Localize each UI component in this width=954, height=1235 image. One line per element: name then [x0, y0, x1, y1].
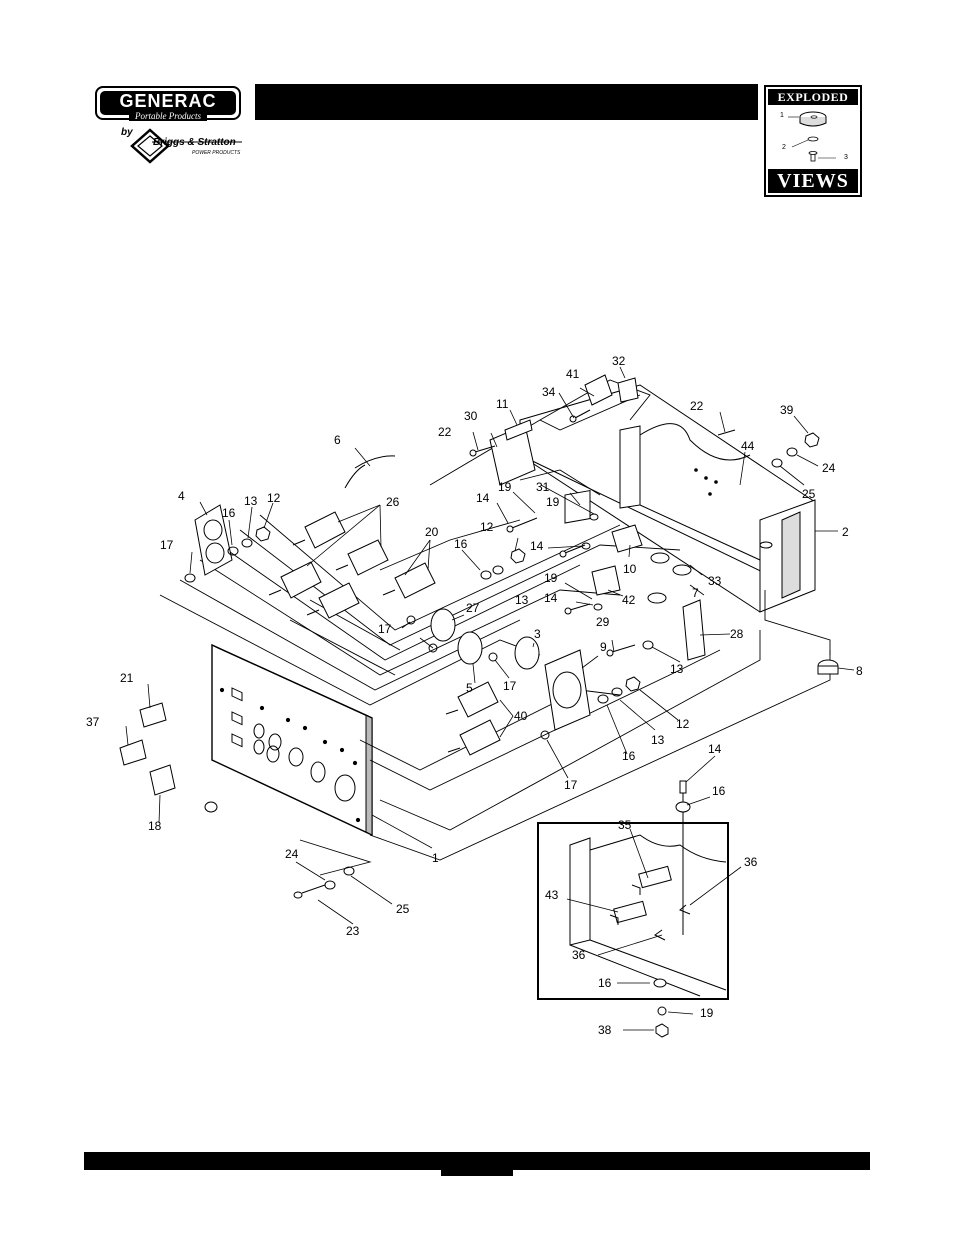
- callout-2: 2: [842, 525, 849, 539]
- callout-6: 6: [334, 433, 341, 447]
- callout-24: 24: [285, 847, 299, 861]
- housing-box-part: [520, 385, 815, 612]
- callout-36: 36: [744, 855, 758, 869]
- callout-25: 25: [396, 902, 410, 916]
- callout-23: 23: [346, 924, 360, 938]
- control-panel-part: [212, 645, 372, 835]
- callout-38: 38: [598, 1023, 612, 1037]
- callout-39: 39: [780, 403, 794, 417]
- callout-19: 19: [546, 495, 560, 509]
- callout-41: 41: [566, 367, 580, 381]
- callout-20: 20: [425, 525, 439, 539]
- callout-13: 13: [244, 494, 258, 508]
- callout-25: 25: [802, 487, 816, 501]
- callout-18: 18: [148, 819, 162, 833]
- callout-19: 19: [498, 480, 512, 494]
- callout-16: 16: [454, 537, 468, 551]
- callout-31: 31: [536, 480, 550, 494]
- inset-detail-part: [538, 781, 728, 1037]
- callout-33: 33: [708, 574, 722, 588]
- callout-17: 17: [564, 778, 578, 792]
- callout-11: 11: [496, 397, 509, 411]
- callout-14: 14: [544, 591, 558, 605]
- callout-17: 17: [378, 622, 392, 636]
- callout-30: 30: [464, 409, 478, 423]
- callout-44: 44: [741, 439, 755, 453]
- callout-19: 19: [700, 1006, 714, 1020]
- callout-13: 13: [651, 733, 665, 747]
- callout-17: 17: [160, 538, 174, 552]
- callout-16: 16: [222, 506, 236, 520]
- callout-1: 1: [432, 851, 439, 865]
- twist-lock-receptacles: [431, 609, 590, 730]
- callout-12: 12: [676, 717, 690, 731]
- callout-8: 8: [856, 664, 863, 678]
- callout-16: 16: [622, 749, 636, 763]
- callout-10: 10: [623, 562, 637, 576]
- callout-35: 35: [618, 818, 632, 832]
- circuit-board-part: [490, 420, 535, 485]
- callout-14: 14: [708, 742, 722, 756]
- callout-12: 12: [267, 491, 281, 505]
- callout-4: 4: [178, 489, 185, 503]
- callout-14: 14: [476, 491, 490, 505]
- callout-17: 17: [503, 679, 517, 693]
- callout-22: 22: [438, 425, 452, 439]
- callout-3: 3: [534, 627, 541, 641]
- callout-27: 27: [466, 601, 480, 615]
- callout-19: 19: [544, 571, 558, 585]
- callout-12: 12: [480, 520, 494, 534]
- callout-24: 24: [822, 461, 836, 475]
- callout-26: 26: [386, 495, 400, 509]
- callout-14: 14: [530, 539, 544, 553]
- callout-16: 16: [712, 784, 726, 798]
- footer-bar-right: [513, 1152, 870, 1170]
- footer-bar-left: [84, 1152, 441, 1170]
- callout-22: 22: [690, 399, 704, 413]
- callout-32: 32: [612, 354, 626, 368]
- callout-43: 43: [545, 888, 559, 902]
- callout-36: 36: [572, 948, 586, 962]
- callout-13: 13: [670, 662, 684, 676]
- callout-13: 13: [515, 593, 529, 607]
- callout-9: 9: [600, 640, 607, 654]
- callout-7: 7: [692, 586, 699, 600]
- callout-21: 21: [120, 671, 134, 685]
- footer-page-tab: [441, 1152, 513, 1176]
- callout-34: 34: [542, 385, 556, 399]
- callout-40: 40: [514, 709, 528, 723]
- callout-28: 28: [730, 627, 744, 641]
- callout-5: 5: [466, 681, 473, 695]
- callout-37: 37: [86, 715, 100, 729]
- callout-29: 29: [596, 615, 610, 629]
- callout-42: 42: [622, 593, 636, 607]
- callout-16: 16: [598, 976, 612, 990]
